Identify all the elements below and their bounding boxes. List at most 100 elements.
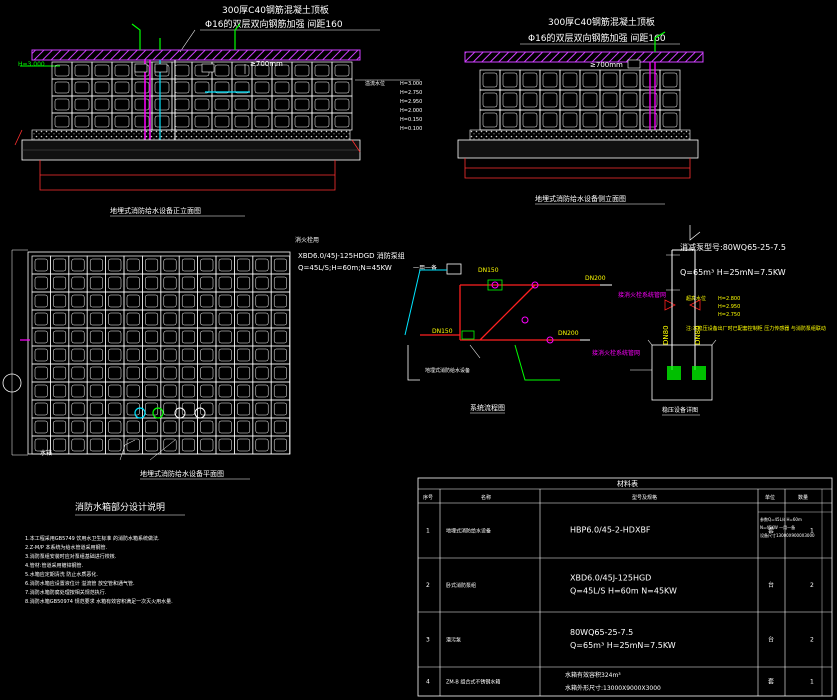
plan-panel-inner	[273, 348, 287, 362]
outlet-top: 接消火栓系统管网	[618, 291, 666, 299]
stabilizer-level-name: 超高水位	[686, 295, 706, 302]
notes-list: 1.本工程采用GB5749 饮用水卫生标准 的消防水箱系统做法.2.Z-M/P …	[25, 535, 173, 605]
side-panel-inner	[502, 92, 518, 108]
plan-panel-inner	[181, 312, 195, 326]
plan-panel-inner	[237, 420, 251, 434]
plan-panel-inner	[200, 258, 214, 272]
plan-panel-inner	[200, 276, 214, 290]
front-panel-inner	[314, 81, 330, 94]
side-panel-inner	[662, 112, 678, 128]
front-panel-inner	[134, 81, 150, 94]
plan-panel-inner	[255, 384, 269, 398]
front-panel-inner	[134, 115, 150, 128]
plan-panel-inner	[181, 366, 195, 380]
side-callout-2: Φ16的双层双向钢筋加强 间距160	[528, 32, 666, 44]
plan-view: 消火栓用 水箱 地埋式消防给水设备平面图	[2, 236, 319, 480]
front-panel-inner	[154, 81, 170, 94]
side-panel-inner	[622, 92, 638, 108]
front-level-value: H=0.100	[400, 126, 422, 132]
plan-panel-inner	[237, 384, 251, 398]
stabilizer-level-value: H=2.800	[718, 296, 740, 302]
plan-panel-inner	[89, 348, 103, 362]
front-panel-inner	[74, 98, 90, 111]
plan-panel-inner	[273, 258, 287, 272]
plan-panel-inner	[71, 312, 85, 326]
plan-panel-inner	[200, 366, 214, 380]
plan-panel-inner	[108, 330, 122, 344]
front-panel-inner	[154, 115, 170, 128]
plan-panel-inner	[273, 330, 287, 344]
plan-panel-inner	[163, 276, 177, 290]
plan-panel-inner	[53, 348, 67, 362]
plan-panel-inner	[200, 402, 214, 416]
front-panel-inner	[214, 98, 230, 111]
fire-pipe-red	[459, 284, 600, 341]
plan-panel-inner	[237, 366, 251, 380]
plan-panel-inner	[89, 294, 103, 308]
table-cell-unit: 套	[768, 527, 774, 535]
front-panel-inner	[114, 64, 130, 77]
table-cell-note: N=45KW 一用一备	[760, 524, 795, 530]
front-panel-inner	[114, 81, 130, 94]
plan-panel-inner	[163, 384, 177, 398]
table-header-spec: 型号及规格	[632, 494, 657, 501]
front-panel-inner	[234, 115, 250, 128]
plan-panel-inner	[255, 438, 269, 452]
side-panel-inner	[582, 112, 598, 128]
plan-panel-inner	[126, 330, 140, 344]
stabilizer-caption: 稳压设备详图	[662, 406, 698, 414]
plan-panel-inner	[126, 294, 140, 308]
side-panel-inner	[562, 112, 578, 128]
plan-panel-inner	[255, 420, 269, 434]
table-header-name: 名称	[481, 494, 491, 501]
plan-panel-inner	[108, 438, 122, 452]
plan-panel-inner	[89, 384, 103, 398]
plan-panel-inner	[218, 330, 232, 344]
plan-panel-inner	[200, 420, 214, 434]
plan-panel-inner	[53, 420, 67, 434]
front-panel-inner	[214, 64, 230, 77]
front-panel-inner	[74, 64, 90, 77]
plan-panel-inner	[255, 258, 269, 272]
plan-panel-inner	[34, 276, 48, 290]
plan-panel-inner	[71, 258, 85, 272]
front-panel-inner	[154, 98, 170, 111]
stabilizer-dn-right: DN80	[694, 325, 702, 345]
plan-panel-inner	[255, 366, 269, 380]
front-level-value: H=2.000	[400, 108, 422, 114]
table-cell-qty: 2	[810, 637, 814, 644]
plan-panel-inner	[145, 330, 159, 344]
side-panel-inner	[482, 92, 498, 108]
front-panel-inner	[54, 98, 70, 111]
plan-panel-inner	[71, 294, 85, 308]
table-title: 材料表	[617, 479, 638, 488]
plan-panel-inner	[218, 294, 232, 308]
side-panel-inner	[662, 72, 678, 88]
stabilizer-level-value: H=2.750	[718, 312, 740, 318]
plan-panel-inner	[181, 294, 195, 308]
front-caption: 地埋式消防给水设备正立面图	[110, 206, 201, 215]
front-panel-inner	[254, 64, 270, 77]
plan-panel-inner	[181, 402, 195, 416]
side-panel-inner	[582, 92, 598, 108]
side-panel-inner	[562, 92, 578, 108]
plan-panel-inner	[255, 402, 269, 416]
plan-panel-inner	[163, 312, 177, 326]
dn150-top: DN150	[478, 267, 499, 274]
plan-panel-inner	[34, 384, 48, 398]
front-panel-inner	[54, 81, 70, 94]
plan-panel-inner	[89, 276, 103, 290]
plan-equipment-3	[174, 407, 186, 419]
front-panel-inner	[334, 115, 350, 128]
table-cell-spec: 水箱有效容积324m³	[565, 671, 621, 679]
front-panel-inner	[334, 64, 350, 77]
plan-panel-inner	[53, 330, 67, 344]
side-panel-inner	[482, 112, 498, 128]
plan-panel-inner	[200, 330, 214, 344]
plan-panel-inner	[126, 384, 140, 398]
plan-panel-inner	[218, 276, 232, 290]
front-panel-inner	[54, 115, 70, 128]
table-cell-unit: 台	[768, 581, 774, 589]
